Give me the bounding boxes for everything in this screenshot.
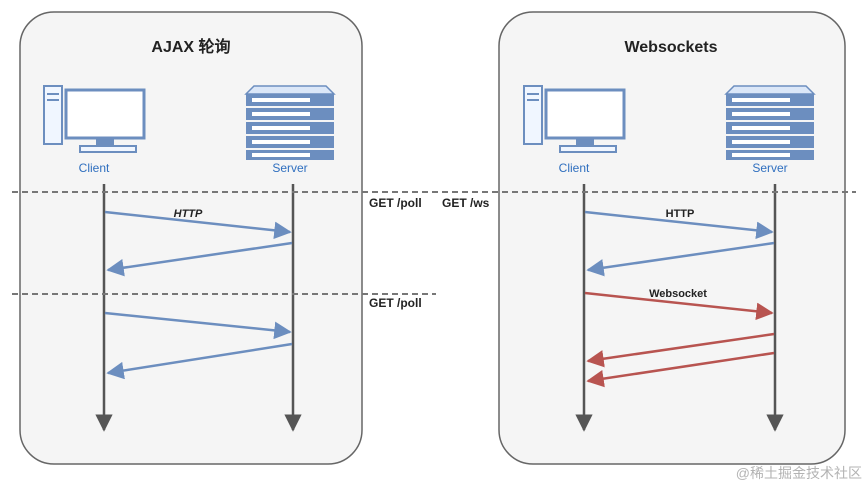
ajax-client-label: Client <box>79 161 110 175</box>
ws-http-label: HTTP <box>666 208 695 220</box>
ajax-request-arrow-1 <box>104 210 292 240</box>
get-ws-label: GET /ws <box>442 196 490 210</box>
get-poll-label-1: GET /poll <box>369 196 422 210</box>
ws-message-arrow-2 <box>586 332 775 368</box>
ws-client-label: Client <box>559 161 590 175</box>
websockets-panel <box>498 11 846 465</box>
ajax-response-arrow-1 <box>106 241 293 277</box>
ws-handshake-response-arrow <box>586 241 775 277</box>
ajax-http-label: HTTP <box>174 208 203 220</box>
ajax-panel-title: AJAX 轮询 <box>151 37 230 56</box>
get-poll-label-2: GET /poll <box>369 296 422 310</box>
ws-server-label: Server <box>752 161 787 175</box>
ws-message-arrow-1 <box>584 291 774 321</box>
ws-handshake-request-arrow <box>584 210 774 240</box>
ajax-server-label: Server <box>272 161 307 175</box>
ajax-request-arrow-2 <box>104 311 292 340</box>
ws-message-arrow-3 <box>586 351 775 388</box>
websockets-panel-title: Websockets <box>624 39 717 56</box>
ajax-panel <box>19 11 363 465</box>
ajax-response-arrow-2 <box>106 342 293 380</box>
ws-websocket-label: Websocket <box>649 288 707 300</box>
watermark: @稀土掘金技术社区 <box>736 465 862 481</box>
